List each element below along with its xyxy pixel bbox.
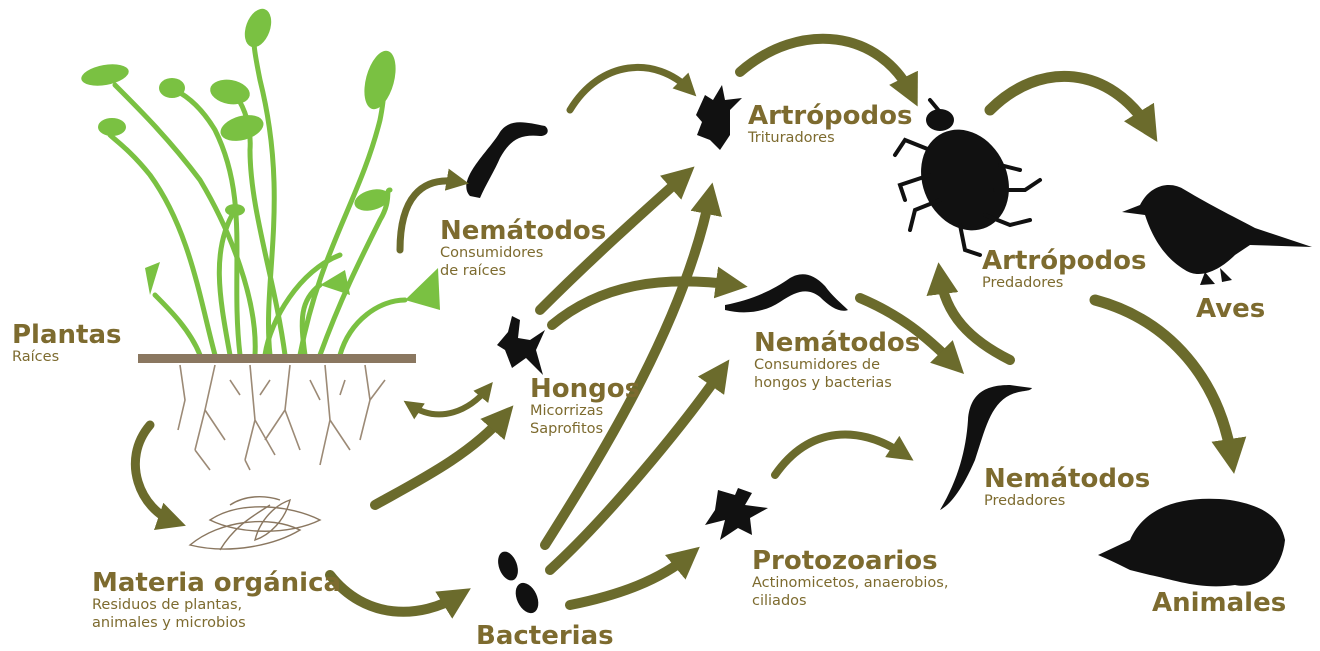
arrow-bacteria-to-protozoa	[570, 555, 690, 605]
protozoa-icon	[705, 488, 768, 540]
label-hongos-line-2: Saprofitos	[530, 420, 640, 438]
label-bacterias: Bacterias	[476, 623, 614, 649]
label-hongos-title: Hongos	[530, 376, 640, 402]
label-nematodos-raices: Nemátodos Consumidores de raíces	[440, 218, 606, 280]
mole-icon	[1098, 499, 1285, 587]
label-materia-organica: Materia orgánica Residuos de plantas, an…	[92, 570, 341, 632]
arrow-predator-to-animals	[1095, 300, 1232, 460]
plant-roots-icon	[80, 5, 440, 470]
arthropod-shredder-icon	[696, 85, 742, 150]
arthropod-predator-icon	[895, 100, 1040, 255]
arrow-shredder-to-predator	[740, 39, 912, 95]
label-nematodos-predadores: Nemátodos Predadores	[984, 466, 1150, 510]
label-hongos: Hongos Micorrizas Saprofitos	[530, 376, 640, 438]
label-nem-hongos-title: Nemátodos	[754, 330, 920, 356]
bird-icon	[1122, 185, 1312, 285]
label-protozoarios-line-1: Actinomicetos, anaerobios,	[752, 574, 948, 592]
fungi-icon	[497, 316, 545, 375]
label-art-pred-title: Artrópodos	[982, 248, 1146, 274]
label-nem-pred-line-1: Predadores	[984, 492, 1150, 510]
label-hongos-line-1: Micorrizas	[530, 402, 640, 420]
label-plantas-title: Plantas	[12, 322, 121, 348]
arrow-predator-to-birds	[990, 76, 1150, 130]
label-plantas: Plantas Raíces	[12, 322, 121, 366]
nematode-fungal-icon	[725, 274, 848, 312]
label-protozoarios-line-2: ciliados	[752, 592, 948, 610]
label-nem-raices-line-1: Consumidores	[440, 244, 606, 262]
arrow-fungi-to-fungal-nematode	[552, 281, 735, 325]
label-nematodos-hongos-bacterias: Nemátodos Consumidores de hongos y bacte…	[754, 330, 920, 392]
label-protozoarios: Protozoarios Actinomicetos, anaerobios, …	[752, 548, 948, 610]
label-aves-title: Aves	[1196, 296, 1265, 322]
label-materia-line-1: Residuos de plantas,	[92, 596, 341, 614]
label-nem-hongos-line-1: Consumidores de	[754, 356, 920, 374]
label-art-trit-title: Artrópodos	[748, 103, 912, 129]
arrow-protozoa-to-predator-nematode	[775, 435, 905, 475]
nematode-root-icon	[466, 122, 547, 198]
leaf-litter-icon	[190, 497, 320, 550]
label-artropodos-trituradores: Artrópodos Trituradores	[748, 103, 912, 147]
arrow-organic-to-bacteria	[330, 575, 460, 612]
label-nem-pred-title: Nemátodos	[984, 466, 1150, 492]
label-nem-raices-title: Nemátodos	[440, 218, 606, 244]
label-animales-title: Animales	[1152, 590, 1286, 616]
label-materia-title: Materia orgánica	[92, 570, 341, 596]
label-plantas-line-1: Raíces	[12, 348, 121, 366]
label-aves: Aves	[1196, 296, 1265, 322]
label-animales: Animales	[1152, 590, 1286, 616]
label-bacterias-title: Bacterias	[476, 623, 614, 649]
label-materia-line-2: animales y microbios	[92, 614, 341, 632]
arrow-organic-to-fungi	[375, 415, 505, 505]
label-art-pred-line-1: Predadores	[982, 274, 1146, 292]
arrow-roots-to-litter	[135, 425, 175, 522]
label-nem-raices-line-2: de raíces	[440, 262, 606, 280]
arrow-roots-fungi	[410, 388, 488, 414]
label-art-trit-line-1: Trituradores	[748, 129, 912, 147]
bacteria-icon	[494, 549, 542, 617]
label-nem-hongos-line-2: hongos y bacterias	[754, 374, 920, 392]
label-artropodos-predadores: Artrópodos Predadores	[982, 248, 1146, 292]
label-protozoarios-title: Protozoarios	[752, 548, 948, 574]
arrow-nematode-to-shredder	[570, 67, 690, 110]
